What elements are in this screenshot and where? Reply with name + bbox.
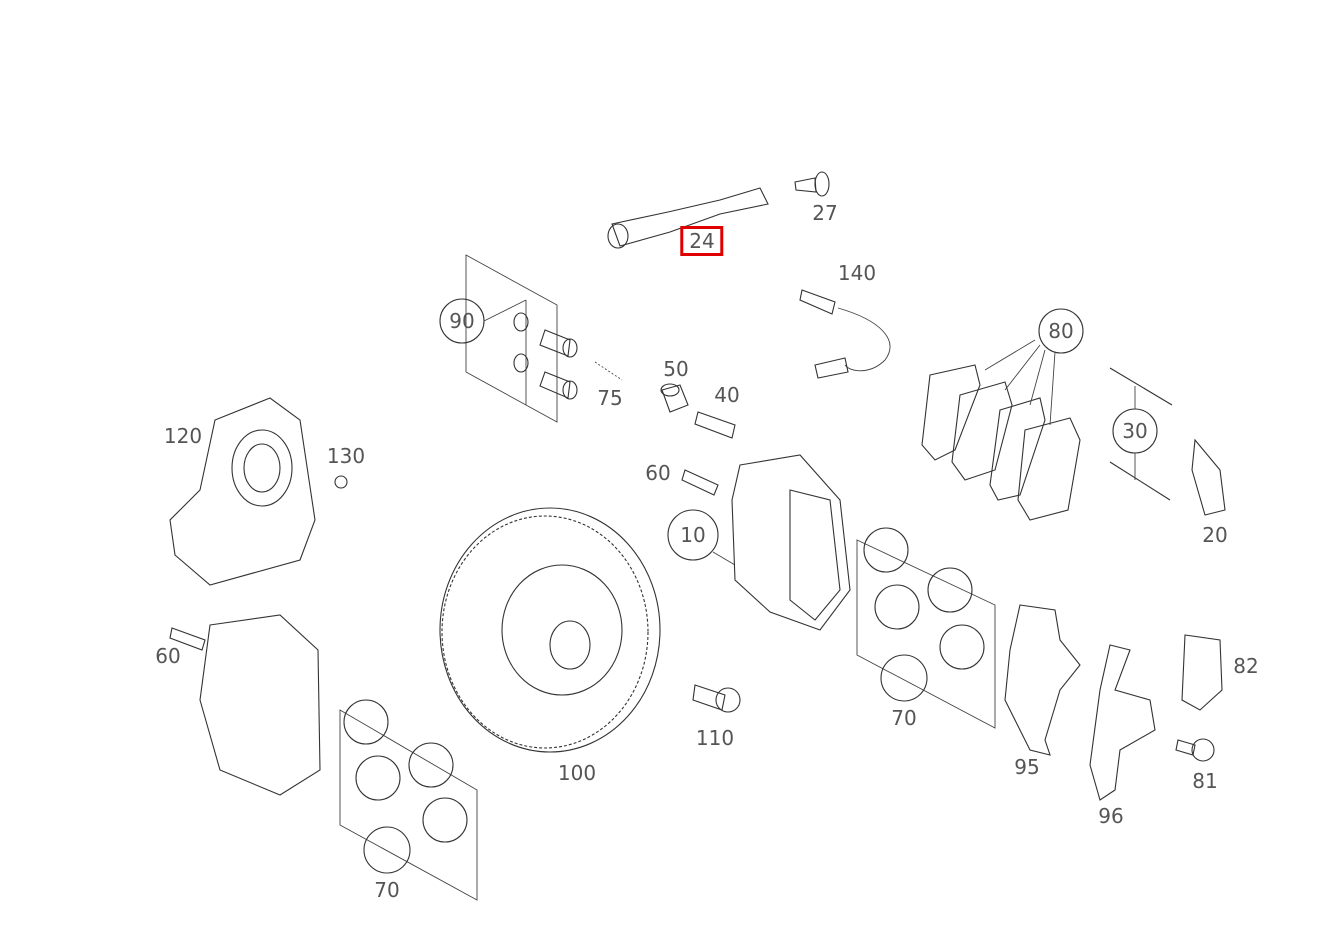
part-130-screw[interactable] [334,475,348,489]
part-label-10[interactable]: 10 [680,523,706,547]
part-80-brake-pads[interactable] [921,308,1084,521]
part-label-96[interactable]: 96 [1098,804,1124,828]
part-70-seal-kit-right[interactable] [856,527,996,729]
part-60-bolt-upper[interactable] [681,469,719,496]
part-label-70-right[interactable]: 70 [891,706,917,730]
part-96-bracket[interactable] [1089,644,1156,801]
part-label-30[interactable]: 30 [1122,419,1148,443]
part-20-spring[interactable] [1191,438,1226,516]
caliper-left[interactable] [199,614,321,796]
part-label-82[interactable]: 82 [1233,654,1259,678]
part-75-clip[interactable] [594,361,623,381]
part-81-bolt[interactable] [1175,738,1215,762]
part-90-bushing-kit[interactable] [439,254,578,423]
part-label-81[interactable]: 81 [1192,769,1218,793]
part-label-120[interactable]: 120 [163,424,203,448]
part-60-bolt-lower[interactable] [169,627,206,651]
part-label-60-lower[interactable]: 60 [155,644,181,668]
part-label-40[interactable]: 40 [714,383,740,407]
part-27-bolt[interactable] [794,171,830,197]
part-24-guide-pin[interactable] [607,187,769,249]
part-100-brake-disc[interactable] [439,507,661,753]
part-label-50[interactable]: 50 [663,357,689,381]
part-label-75[interactable]: 75 [597,386,623,410]
part-82-cover[interactable] [1181,634,1223,711]
part-label-90[interactable]: 90 [449,309,475,333]
part-10-caliper-right[interactable] [667,454,851,631]
part-label-100[interactable]: 100 [557,761,597,785]
part-95-bracket[interactable] [1004,604,1081,756]
part-30-pins[interactable] [1109,367,1173,501]
part-label-130[interactable]: 130 [326,444,366,468]
part-label-70-left[interactable]: 70 [374,878,400,902]
part-label-60-upper[interactable]: 60 [645,461,671,485]
part-label-110[interactable]: 110 [695,726,735,750]
part-40-bleeder[interactable] [694,411,736,439]
part-70-seal-kit-left[interactable] [339,699,478,901]
part-label-140[interactable]: 140 [837,261,877,285]
part-label-95[interactable]: 95 [1014,755,1040,779]
part-label-27[interactable]: 27 [812,201,838,225]
part-50-cap[interactable] [660,383,689,413]
part-label-24[interactable]: 24 [680,226,724,256]
part-label-80[interactable]: 80 [1048,319,1074,343]
part-120-dust-shield[interactable] [169,397,316,586]
part-110-screw[interactable] [692,684,741,713]
part-label-20[interactable]: 20 [1202,523,1228,547]
part-140-wear-sensor[interactable] [799,289,891,379]
